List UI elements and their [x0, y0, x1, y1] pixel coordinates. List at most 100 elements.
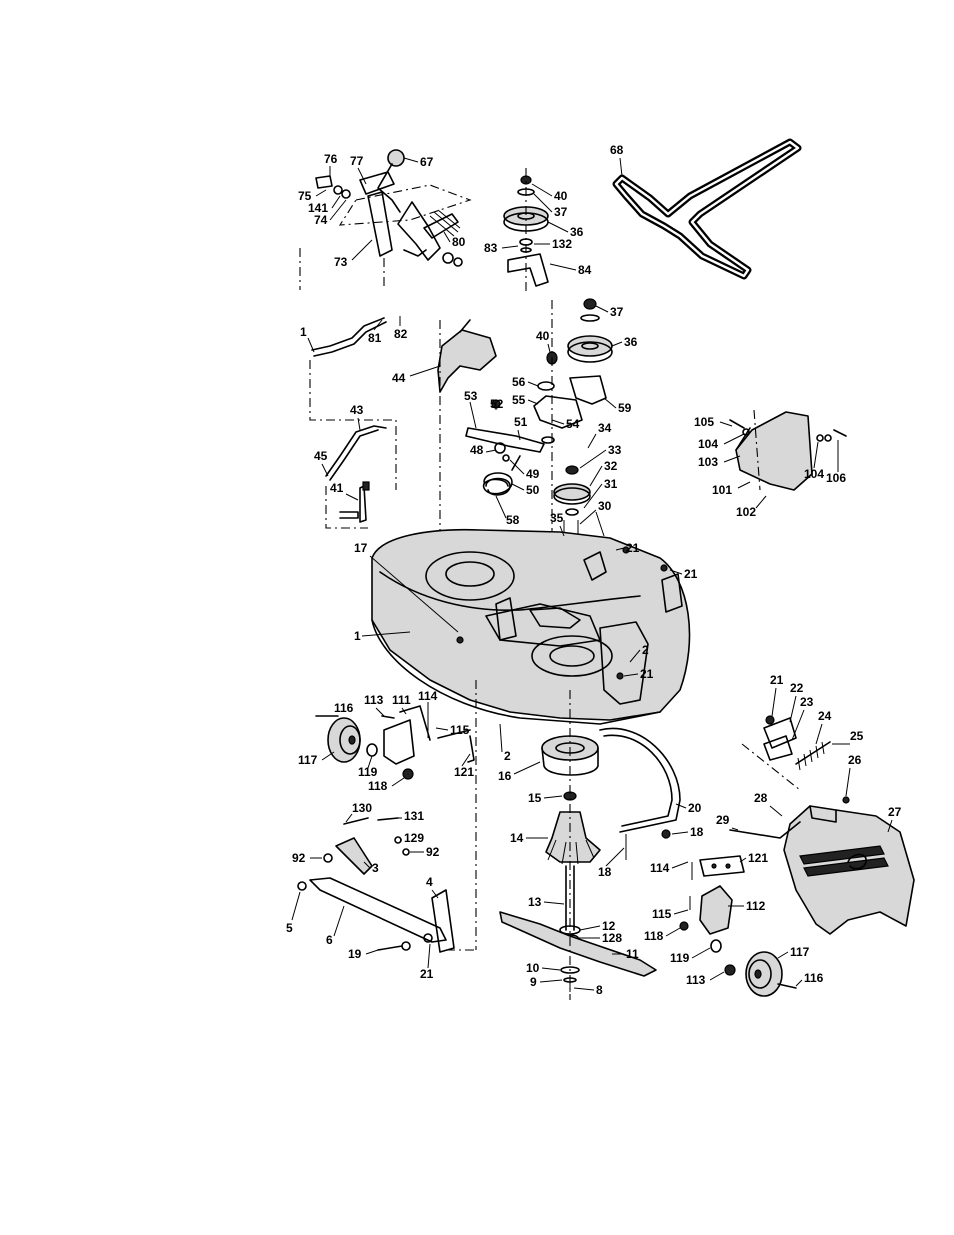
- callout-129: 129: [404, 831, 424, 845]
- callout-33: 33: [608, 443, 622, 457]
- callout-128: 128: [602, 931, 622, 945]
- callout-35: 35: [550, 511, 564, 525]
- callout-41: 41: [330, 481, 344, 495]
- callout-53: 53: [464, 389, 478, 403]
- callout-43: 43: [350, 403, 364, 417]
- callout-112: 112: [746, 899, 766, 913]
- mower-deck-housing: [371, 528, 691, 725]
- callout-121-left: 121: [454, 765, 474, 779]
- left-gauge-wheel-assembly: [315, 705, 475, 780]
- callout-15: 15: [528, 791, 542, 805]
- upper-idler-pulley-assembly: [503, 168, 549, 295]
- callout-12: 12: [602, 919, 616, 933]
- callout-113-right: 113: [686, 973, 706, 987]
- callout-48: 48: [470, 443, 484, 457]
- callout-115-left: 115: [450, 723, 470, 737]
- callout-40-upper: 40: [554, 189, 568, 203]
- callout-9: 9: [530, 975, 537, 989]
- callout-40-lower: 40: [536, 329, 550, 343]
- callout-141: 141: [308, 201, 328, 215]
- callout-2-lower: 2: [504, 749, 511, 763]
- callout-10: 10: [526, 961, 540, 975]
- callout-116-left: 116: [334, 701, 354, 715]
- callout-121-right: 121: [748, 851, 768, 865]
- callout-106: 106: [826, 471, 846, 485]
- callout-3: 3: [372, 861, 379, 875]
- callout-11: 11: [626, 947, 639, 961]
- callout-21-e: 21: [770, 673, 784, 687]
- callout-74: 74: [314, 213, 328, 227]
- blade-spindle-assembly: [499, 690, 657, 1000]
- callout-119-right: 119: [670, 951, 690, 965]
- callout-58: 58: [506, 513, 520, 527]
- callout-73: 73: [334, 255, 348, 269]
- callout-36-upper: 36: [570, 225, 584, 239]
- callout-25: 25: [850, 729, 864, 743]
- callout-111: 111: [392, 693, 411, 707]
- callout-5: 5: [286, 921, 293, 935]
- callout-49: 49: [526, 467, 540, 481]
- callout-50: 50: [526, 483, 540, 497]
- callout-21-d: 21: [420, 967, 434, 981]
- callout-28: 28: [754, 791, 768, 805]
- callout-18-left: 18: [598, 865, 612, 879]
- callout-36-lower: 36: [624, 335, 638, 349]
- callout-92-right: 92: [426, 845, 440, 859]
- callout-114-left: 114: [418, 689, 438, 703]
- discharge-chute-assembly: [729, 715, 915, 935]
- callout-76: 76: [324, 152, 338, 166]
- callout-4: 4: [426, 875, 433, 889]
- callout-114-right: 114: [650, 861, 670, 875]
- callout-18-right: 18: [690, 825, 704, 839]
- callout-14: 14: [510, 831, 524, 845]
- callout-131: 131: [404, 809, 424, 823]
- callout-21-a: 21: [626, 541, 640, 555]
- callout-113-left: 113: [364, 693, 384, 707]
- callout-118-left: 118: [368, 779, 388, 793]
- callout-32: 32: [604, 459, 618, 473]
- callout-34: 34: [598, 421, 612, 435]
- callout-1-upper: 1: [300, 325, 307, 339]
- callout-130: 130: [352, 801, 372, 815]
- callout-45: 45: [314, 449, 328, 463]
- callout-22: 22: [790, 681, 804, 695]
- callout-20: 20: [688, 801, 702, 815]
- callout-59: 59: [618, 401, 632, 415]
- callout-103: 103: [698, 455, 718, 469]
- callout-19: 19: [348, 947, 362, 961]
- callout-83: 83: [484, 241, 498, 255]
- callout-37-upper: 37: [554, 205, 568, 219]
- callout-105: 105: [694, 415, 714, 429]
- callout-84: 84: [578, 263, 592, 277]
- callout-102: 102: [736, 505, 756, 519]
- callout-115-right: 115: [652, 907, 672, 921]
- callout-6: 6: [326, 933, 333, 947]
- callout-75: 75: [298, 189, 312, 203]
- callout-119-left: 119: [358, 765, 378, 779]
- callout-51: 51: [514, 415, 528, 429]
- callout-26: 26: [848, 753, 862, 767]
- callout-24: 24: [818, 709, 832, 723]
- callout-82: 82: [394, 327, 408, 341]
- callout-68: 68: [610, 143, 624, 157]
- callout-104-left: 104: [698, 437, 718, 451]
- callout-2-upper: 2: [642, 643, 649, 657]
- callout-8: 8: [596, 983, 603, 997]
- callout-21-c: 21: [640, 667, 654, 681]
- callout-44: 44: [392, 371, 406, 385]
- callout-23: 23: [800, 695, 814, 709]
- front-link-and-brackets: [297, 680, 477, 953]
- callout-13: 13: [528, 895, 542, 909]
- lift-lever-assembly: [299, 149, 472, 290]
- callout-27: 27: [888, 805, 902, 819]
- callout-55: 55: [512, 393, 526, 407]
- callout-29: 29: [716, 813, 730, 827]
- callout-21-b: 21: [684, 567, 698, 581]
- callout-labels: 76 77 67 75 141 74 73 80 40 37 36 83 132…: [286, 143, 902, 997]
- callout-52: 52: [490, 397, 504, 411]
- callout-104-right: 104: [804, 467, 824, 481]
- callout-30: 30: [598, 499, 612, 513]
- callout-54: 54: [566, 417, 580, 431]
- callout-77: 77: [350, 154, 364, 168]
